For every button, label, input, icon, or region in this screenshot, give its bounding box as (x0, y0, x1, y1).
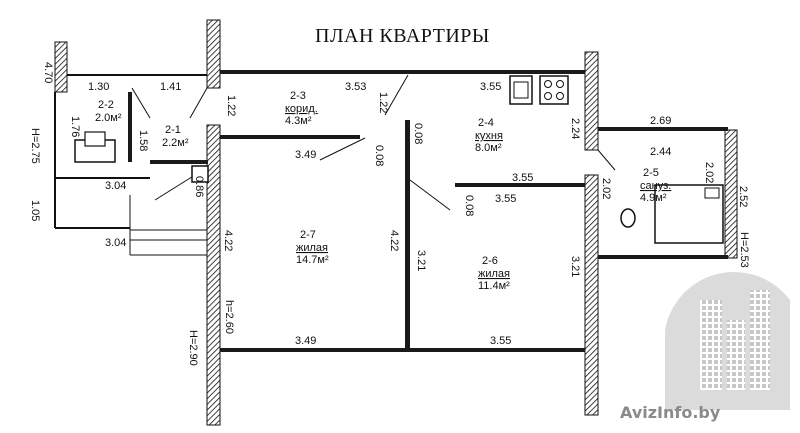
label-dimensions-d-3-53: 3.53 (345, 81, 366, 93)
kitchen-sink-icon (509, 75, 533, 105)
watermark-logo (665, 271, 790, 410)
label-dimensions-d-3-21a: 3.21 (415, 250, 427, 271)
label-dimensions-d-1-22b: 1.22 (377, 92, 389, 113)
label-rooms-6-name: жилая (296, 242, 328, 254)
label-dimensions-d-1-58: 1.58 (137, 130, 149, 151)
label-dimensions-d-3-49-top: 3.49 (295, 149, 316, 161)
label-dimensions-d-1-41: 1.41 (160, 81, 181, 93)
label-dimensions-d-3-55-mid: 3.55 (512, 172, 533, 184)
bearing-walls (54, 19, 738, 426)
label-dimensions-d-3-21b: 3.21 (569, 256, 581, 277)
wall-right-lower (584, 174, 599, 416)
label-rooms-4-code: 2-5 (643, 167, 659, 179)
label-dimensions-d-0-86: 0.86 (193, 176, 205, 197)
label-dimensions-d-4-70: 4.70 (42, 62, 54, 83)
label-dimensions-d-h275: H=2.75 (29, 128, 41, 164)
room-2-2: 2-2 2.0м² (95, 99, 122, 124)
label-rooms-0-area: 2.2м² (162, 137, 189, 149)
label-dimensions-d-h253: H=2.53 (738, 232, 750, 268)
label-dimensions-d-3-49-bot: 3.49 (295, 335, 316, 347)
room-2-7: 2-7 жилая 14.7м² (296, 229, 329, 266)
label-rooms-3-name: кухня (475, 130, 503, 142)
label-dimensions-d-0-08a: 0.08 (412, 123, 424, 144)
wall-left-upper (54, 41, 68, 93)
bathtub-icon (654, 184, 724, 244)
room-2-1: 2-1 2.2м² (162, 124, 189, 149)
label-dimensions-d-h290: H=2.90 (187, 330, 199, 366)
room-2-3: 2-3 корид. 4.3м² (285, 90, 318, 127)
label-rooms-2-code: 2-3 (290, 90, 306, 102)
wall-center-upper (206, 19, 221, 89)
dimension-labels: 1.30 1.41 3.53 3.55 3.49 3.55 3.55 2.69 … (29, 62, 750, 366)
label-dimensions-d-2-24: 2.24 (569, 118, 581, 139)
plan-title: ПЛАН КВАРТИРЫ (315, 25, 490, 47)
label-rooms-2-name: корид. (285, 103, 318, 115)
watermark-text: AvizInfo.by (620, 403, 721, 422)
label-dimensions-d-1-76: 1.76 (69, 116, 81, 137)
label-rooms-1-area: 2.0м² (95, 112, 122, 124)
label-dimensions-d-3-55-bot: 3.55 (490, 335, 511, 347)
label-dimensions-d-4-22a: 4.22 (222, 230, 234, 251)
label-dimensions-d-h260: h=2.60 (223, 300, 235, 334)
label-dimensions-d-3-55-mid2: 3.55 (495, 193, 516, 205)
label-rooms-3-area: 8.0м² (475, 142, 502, 154)
label-dimensions-d-1-05: 1.05 (29, 200, 41, 221)
room-2-5: 2-5 сануз. 4.9м² (640, 167, 671, 204)
partitions (54, 70, 728, 352)
label-dimensions-d-3-55-top: 3.55 (480, 81, 501, 93)
room-2-6: 2-6 жилая 11.4м² (478, 255, 510, 292)
label-dimensions-d-4-22b: 4.22 (388, 230, 400, 251)
label-rooms-6-code: 2-7 (300, 229, 316, 241)
label-dimensions-d-0-08b: 0.08 (373, 145, 385, 166)
stove-icon (539, 75, 569, 105)
label-rooms-5-area: 11.4м² (478, 280, 510, 292)
label-rooms-5-name: жилая (478, 268, 510, 280)
door-swings (131, 74, 616, 211)
label-rooms-4-name: сануз. (640, 180, 671, 192)
vent-icon (191, 165, 209, 183)
wall-center-left (206, 124, 221, 426)
label-dimensions-d-3-04a: 3.04 (105, 180, 126, 192)
label-dimensions-d-1-30: 1.30 (88, 81, 109, 93)
label-rooms-4-area: 4.9м² (640, 192, 667, 204)
label-dimensions-d-2-69: 2.69 (650, 115, 671, 127)
room-2-4: 2-4 кухня 8.0м² (475, 117, 503, 154)
wall-right-upper (584, 51, 599, 151)
wall-bathroom-right (724, 129, 738, 259)
label-dimensions-d-1-22a: 1.22 (225, 95, 237, 116)
label-dimensions-d-2-52: 2.52 (737, 186, 749, 207)
label-rooms-1-code: 2-2 (98, 99, 114, 111)
toilet-icon (620, 208, 636, 228)
label-rooms-6-area: 14.7м² (296, 254, 329, 266)
label-dimensions-d-2-02a: 2.02 (600, 178, 612, 199)
label-rooms-3-code: 2-4 (478, 117, 494, 129)
label-dimensions-d-2-44: 2.44 (650, 146, 671, 158)
label-rooms-2-area: 4.3м² (285, 115, 312, 127)
washbasin-icon (74, 131, 116, 163)
label-rooms-5-code: 2-6 (482, 255, 498, 267)
label-dimensions-d-2-02b: 2.02 (703, 162, 715, 183)
label-rooms-0-code: 2-1 (165, 124, 181, 136)
label-dimensions-d-0-08c: 0.08 (463, 195, 475, 216)
label-dimensions-d-3-04b: 3.04 (105, 237, 126, 249)
